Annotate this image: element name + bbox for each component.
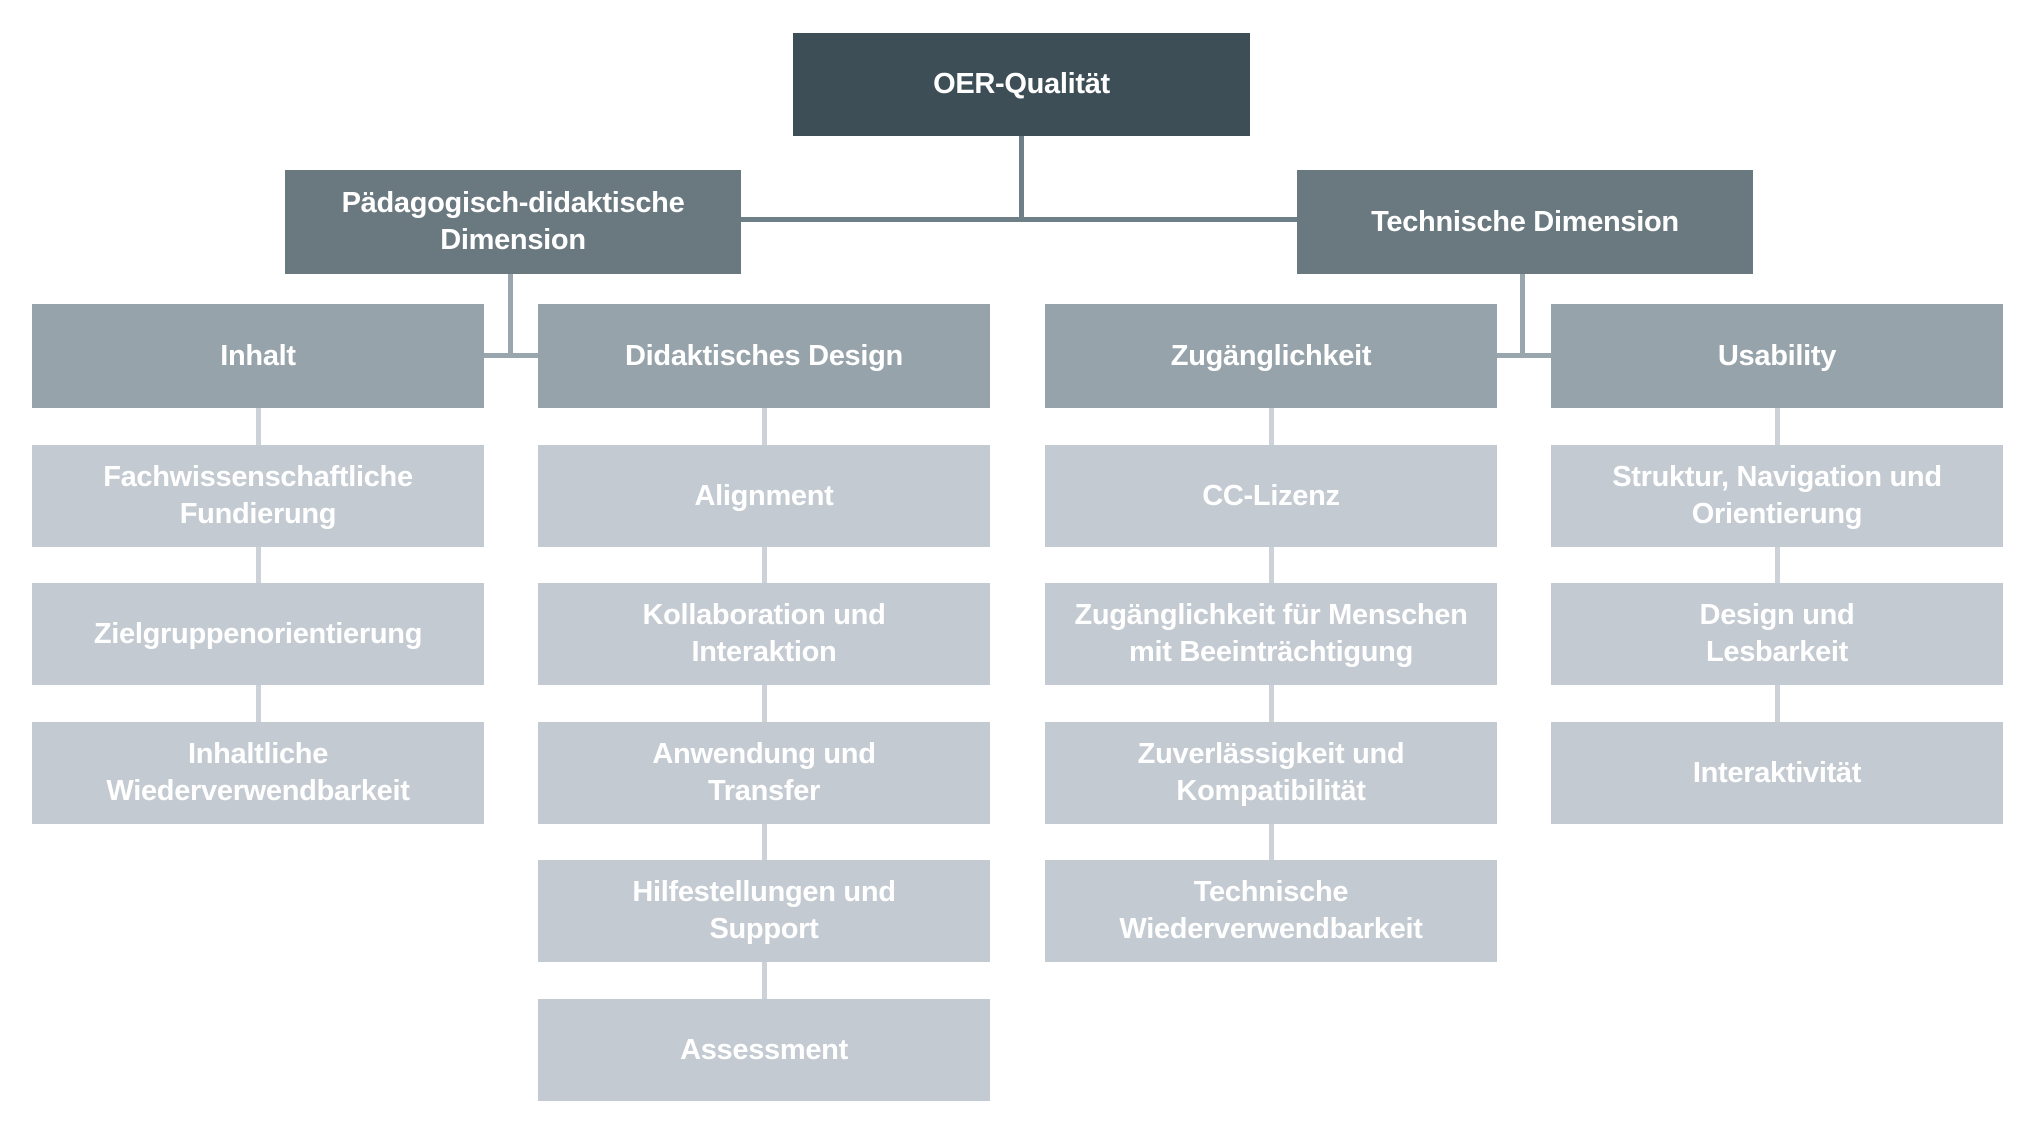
node-alignment: Alignment (538, 445, 990, 547)
node-struktur-navigation-und-orientierung-label: Struktur, Navigation und Orientierung (1612, 461, 1942, 530)
connector-col2-seg2 (762, 685, 767, 722)
node-oer-qualitaet-label: OER-Qualität (933, 68, 1110, 100)
node-struktur-navigation-und-orientierung: Struktur, Navigation und Orientierung (1551, 445, 2003, 547)
node-zugaenglichkeit-label: Zugänglichkeit (1170, 339, 1372, 372)
connector-col4-seg1 (1775, 547, 1780, 583)
connector-col2-seg4 (762, 962, 767, 999)
node-zuverlaessigkeit-und-kompatibilitaet: Zuverlässigkeit und Kompatibilität (1045, 722, 1497, 824)
connector-technisch-stub (1497, 353, 1551, 358)
connector-col4-seg0 (1775, 408, 1780, 445)
node-anwendung-und-transfer-label: Anwendung und Transfer (652, 738, 876, 807)
node-assessment: Assessment (538, 999, 990, 1101)
connector-col3-seg2 (1269, 685, 1274, 722)
node-technische-wiederverwendbarkeit-label: Technische Wiederverwendbarkeit (1119, 876, 1423, 945)
node-inhalt-label: Inhalt (220, 339, 296, 372)
node-technische-dimension: Technische Dimension (1297, 170, 1753, 274)
node-zugaenglichkeit: Zugänglichkeit (1045, 304, 1497, 408)
node-zugaenglichkeit-fuer-menschen-label: Zugänglichkeit für Menschen mit Beeinträ… (1074, 599, 1468, 668)
node-inhaltliche-wiederverwendbarkeit: Inhaltliche Wiederverwendbarkeit (32, 722, 484, 824)
node-zielgruppenorientierung-label: Zielgruppenorientierung (93, 617, 423, 650)
node-hilfestellungen-und-support-label: Hilfestellungen und Support (632, 876, 896, 945)
node-technische-dimension-label: Technische Dimension (1371, 205, 1679, 238)
connector-col1-seg2 (256, 685, 261, 722)
connector-technisch-vertical (1520, 274, 1525, 356)
node-interaktivitaet: Interaktivität (1551, 722, 2003, 824)
connector-col1-seg1 (256, 547, 261, 583)
node-hilfestellungen-und-support: Hilfestellungen und Support (538, 860, 990, 962)
node-design-und-lesbarkeit-label: Design und Lesbarkeit (1699, 599, 1855, 668)
node-technische-wiederverwendbarkeit: Technische Wiederverwendbarkeit (1045, 860, 1497, 962)
node-usability-label: Usability (1717, 339, 1837, 372)
node-design-und-lesbarkeit: Design und Lesbarkeit (1551, 583, 2003, 685)
node-zielgruppenorientierung: Zielgruppenorientierung (32, 583, 484, 685)
connector-col1-seg0 (256, 408, 261, 445)
node-inhaltliche-wiederverwendbarkeit-label: Inhaltliche Wiederverwendbarkeit (106, 738, 410, 807)
connector-col3-seg1 (1269, 547, 1274, 583)
node-usability: Usability (1551, 304, 2003, 408)
node-paedagogisch-didaktische-dimension-label: Pädagogisch-didaktische Dimension (341, 187, 685, 256)
node-kollaboration-und-interaktion-label: Kollaboration und Interaktion (642, 599, 886, 668)
node-cc-lizenz: CC-Lizenz (1045, 445, 1497, 547)
node-oer-qualitaet: OER-Qualität (793, 33, 1250, 136)
connector-col3-seg0 (1269, 408, 1274, 445)
connector-col2-seg3 (762, 824, 767, 860)
node-didaktisches-design: Didaktisches Design (538, 304, 990, 408)
node-interaktivitaet-label: Interaktivität (1692, 756, 1862, 789)
node-kollaboration-und-interaktion: Kollaboration und Interaktion (538, 583, 990, 685)
node-zugaenglichkeit-fuer-menschen-mit-beeintraechtigung: Zugänglichkeit für Menschen mit Beeinträ… (1045, 583, 1497, 685)
node-anwendung-und-transfer: Anwendung und Transfer (538, 722, 990, 824)
connector-root-vertical (1019, 136, 1024, 222)
connector-col4-seg2 (1775, 685, 1780, 722)
connector-paedagogisch-stub (484, 353, 538, 358)
connector-col2-seg0 (762, 408, 767, 445)
node-fachwissenschaftliche-fundierung-label: Fachwissenschaftliche Fundierung (103, 461, 413, 530)
node-assessment-label: Assessment (680, 1033, 848, 1066)
node-inhalt: Inhalt (32, 304, 484, 408)
node-zuverlaessigkeit-und-kompatibilitaet-label: Zuverlässigkeit und Kompatibilität (1137, 738, 1405, 807)
connector-root-horizontal (741, 217, 1297, 222)
connector-col3-seg3 (1269, 824, 1274, 860)
node-didaktisches-design-label: Didaktisches Design (625, 339, 903, 372)
node-fachwissenschaftliche-fundierung: Fachwissenschaftliche Fundierung (32, 445, 484, 547)
node-cc-lizenz-label: CC-Lizenz (1202, 479, 1340, 512)
connector-col2-seg1 (762, 547, 767, 583)
connector-paedagogisch-vertical (508, 274, 513, 356)
node-paedagogisch-didaktische-dimension: Pädagogisch-didaktische Dimension (285, 170, 741, 274)
node-alignment-label: Alignment (694, 479, 834, 512)
